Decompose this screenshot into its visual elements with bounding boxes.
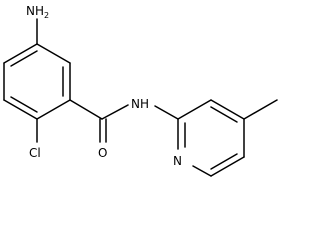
pyridine-ring: [177, 99, 245, 177]
bond: [36, 99, 71, 120]
bond: [210, 99, 245, 120]
bond: [192, 165, 212, 177]
molecule-drawing: NH2 Cl O NH N: [3, 4, 278, 177]
amine-subscript: 2: [44, 11, 49, 20]
pyridine-nitrogen-label: N: [173, 154, 182, 168]
structure-canvas: NH2 Cl O NH N: [3, 4, 278, 177]
chlorine-label: Cl: [29, 146, 41, 160]
benzene-ring: [3, 43, 71, 120]
bond: [210, 156, 245, 177]
bond-to-carbonyl: [69, 99, 103, 120]
amine-label: NH2: [26, 4, 49, 20]
bond: [3, 43, 38, 64]
oxygen-label: O: [98, 146, 107, 160]
bond-from-amide-nitrogen: [154, 105, 179, 120]
bond: [177, 99, 212, 120]
double-bond-inner: [10, 96, 38, 113]
methyl-bond: [243, 99, 278, 120]
bond: [3, 99, 38, 120]
amide-nitrogen-label: NH: [131, 97, 149, 111]
bond-to-amide-nitrogen: [101, 104, 129, 120]
double-bond-inner: [210, 106, 238, 123]
double-bond-inner: [210, 153, 238, 170]
double-bond-inner: [10, 50, 38, 67]
amine-symbol: NH: [26, 4, 44, 18]
bond: [36, 43, 71, 64]
